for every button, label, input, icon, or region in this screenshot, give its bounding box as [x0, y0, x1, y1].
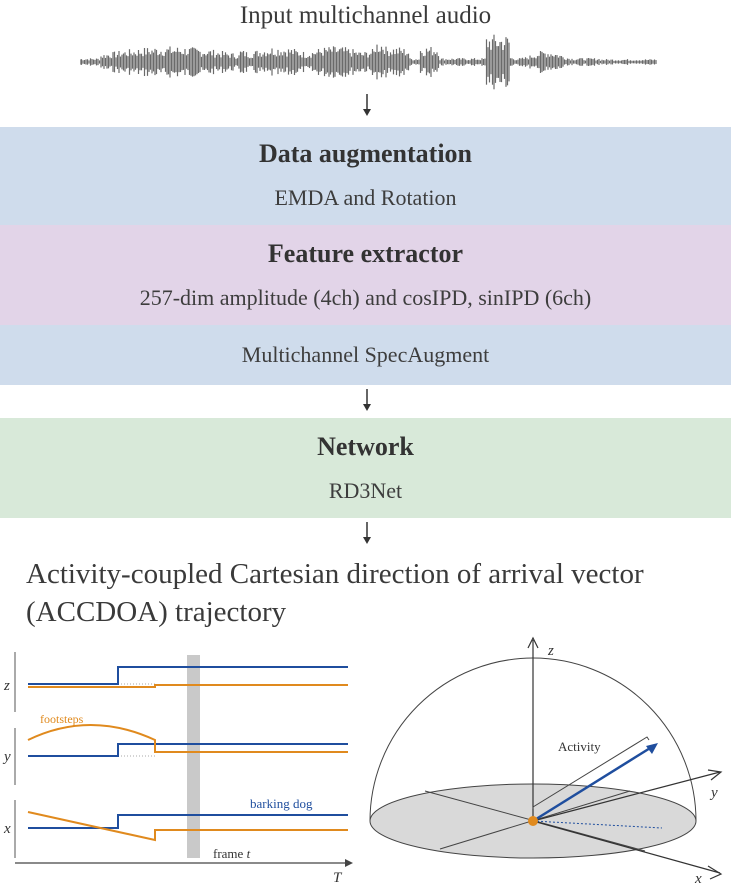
augmentation-subtitle: EMDA and Rotation: [274, 185, 457, 210]
sphere-x-label: x: [694, 871, 702, 887]
dog-y-trace: [28, 743, 348, 757]
footsteps-z-trace: [28, 684, 348, 688]
feature-extractor-block: Feature extractor 257-dim amplitude (4ch…: [0, 225, 731, 325]
accdoa-trajectory-plot: z y x footsteps barking dog frame t T: [2, 652, 353, 886]
x-axis: [532, 820, 721, 874]
frame-highlight: [187, 655, 200, 858]
arrow-down-icon: [363, 94, 371, 116]
activity-label: Activity: [558, 739, 601, 754]
arrow-down-icon: [363, 389, 371, 411]
footsteps-x-trace: [27, 811, 348, 842]
data-augmentation-block: Data augmentation EMDA and Rotation: [0, 127, 731, 225]
output-line-1: Activity-coupled Cartesian direction of …: [26, 558, 644, 590]
specaugment-block: Multichannel SpecAugment: [0, 325, 731, 385]
output-line-2: (ACCDOA) trajectory: [26, 596, 287, 628]
time-axis-arrow-icon: [345, 859, 353, 867]
doa-vector: [532, 743, 656, 823]
doa-hemisphere: z y x Activity: [369, 636, 723, 887]
input-label: Input multichannel audio: [239, 2, 492, 29]
specaugment-label: Multichannel SpecAugment: [241, 342, 490, 367]
network-subtitle: RD3Net: [328, 478, 403, 503]
activity-bracket: [532, 736, 650, 809]
sphere-z-label: z: [547, 643, 554, 659]
footsteps-label: footsteps: [40, 712, 84, 726]
audio-waveform: [80, 34, 657, 90]
network-title: Network: [317, 432, 414, 461]
features-subtitle: 257-dim amplitude (4ch) and cosIPD, sinI…: [139, 285, 592, 310]
dog-x-trace: [28, 814, 348, 829]
sphere-y-label: y: [709, 785, 718, 801]
origin-point: [528, 816, 538, 826]
network-block: Network RD3Net: [0, 418, 731, 518]
x-label: x: [3, 821, 11, 837]
z-label: z: [3, 678, 10, 694]
augmentation-title: Data augmentation: [258, 139, 473, 168]
output-heading: Activity-coupled Cartesian direction of …: [26, 555, 644, 631]
vector-projection: [532, 820, 663, 829]
T-label: T: [333, 870, 343, 886]
frame-label: frame t: [213, 846, 251, 861]
arrow-down-icon: [363, 522, 371, 544]
dog-z-trace: [28, 666, 348, 685]
features-title: Feature extractor: [267, 239, 464, 268]
footsteps-y-trace: [27, 724, 348, 753]
y-label: y: [2, 749, 11, 765]
y-axis: [532, 771, 721, 822]
barking-dog-label: barking dog: [250, 796, 313, 811]
